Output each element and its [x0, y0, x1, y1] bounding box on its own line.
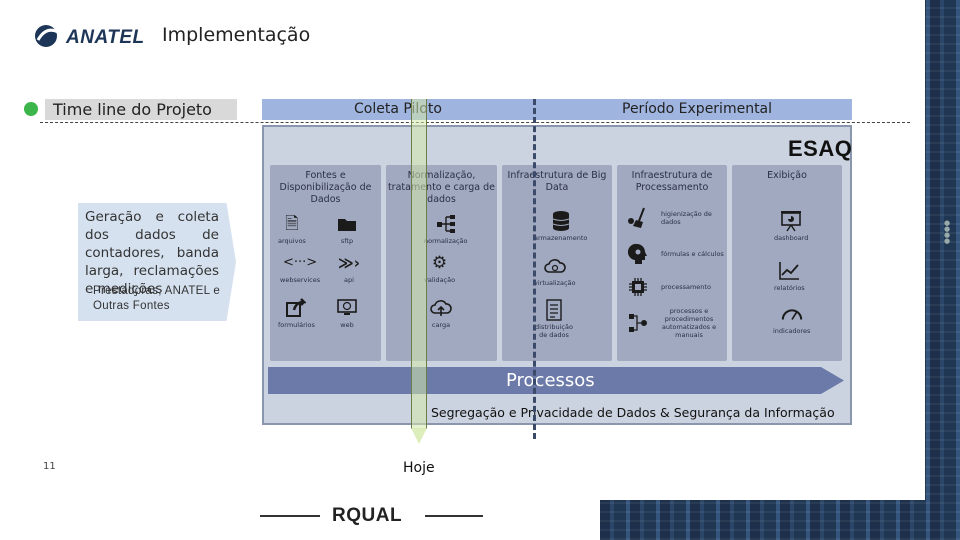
footer-brand: RQUAL: [332, 505, 403, 526]
item-higienizacao: higienização de dados: [627, 207, 727, 229]
today-marker: [411, 99, 427, 429]
processos-label: Processos: [506, 370, 595, 391]
logo-text: ANATEL: [66, 27, 145, 48]
item-distribuicao: distribuição de dados: [534, 299, 574, 339]
phase-divider: [533, 99, 536, 439]
footer-area: [0, 500, 600, 540]
timeline-dashed-line: [40, 122, 910, 123]
footer-divider-left: [260, 515, 320, 517]
today-label: Hoje: [403, 460, 435, 476]
esaq-title: ESAQ: [788, 136, 853, 161]
item-arquivos: 🗎 arquivos: [278, 214, 306, 245]
item-dashboard: dashboard: [774, 210, 808, 242]
column-exibicao: Exibição dashboard relatórios indicadore…: [732, 165, 842, 361]
vertical-dots-icon: ●●●●: [944, 219, 951, 245]
item-indicadores: indicadores: [773, 303, 810, 335]
document-icon: 🗎: [285, 214, 299, 234]
gears-icon: ⚙: [431, 253, 448, 273]
column-big-data: Infraestrutura de Big Data armazenamento…: [502, 165, 612, 361]
item-relatorios: relatórios: [774, 260, 805, 292]
item-processamento: processamento: [627, 276, 711, 298]
cloud-upload-icon: [430, 297, 452, 319]
column-header: Normalização, tratamento e carga de dado…: [387, 170, 496, 205]
column-processamento: Infraestrutura de Processamento higieniz…: [617, 165, 727, 361]
cloud-sync-icon: [543, 255, 566, 277]
column-header: Infraestrutura de Processamento: [631, 170, 713, 193]
item-formulas: fórmulas e cálculos: [627, 243, 724, 265]
item-normalizacao: normalização: [424, 213, 468, 245]
callout-overlay-text: Prestadoras, ANATEL e Outras Fontes: [93, 285, 221, 312]
database-icon: [550, 210, 572, 232]
item-api: ≫› api: [338, 254, 360, 284]
phase-bar: [262, 99, 852, 120]
data-source-callout: [78, 203, 236, 321]
presentation-icon: [780, 210, 802, 232]
page-title: Implementação: [162, 24, 311, 46]
phase-periodo-experimental: Período Experimental: [622, 101, 773, 117]
hierarchy-icon: [435, 213, 457, 235]
item-webservices: <···> webservices: [280, 252, 320, 284]
item-web: web: [336, 297, 358, 329]
cpu-icon: [627, 276, 649, 298]
item-sftp: sftp: [336, 213, 358, 245]
column-header: Fontes e Disponibilização de Dados: [279, 170, 372, 205]
item-formularios: formulários: [278, 297, 315, 329]
checklist-icon: [543, 299, 565, 321]
cleaning-icon: [627, 207, 649, 229]
item-virtualizacao: virtualização: [534, 255, 576, 287]
folder-icon: [336, 213, 358, 235]
footer-divider-right: [425, 515, 483, 517]
brain-gear-icon: [627, 243, 649, 265]
column-header: Infraestrutura de Big Data: [507, 170, 607, 193]
security-label: Segregação e Privacidade de Dados & Segu…: [431, 405, 835, 420]
item-validacao: ⚙ validação: [424, 253, 456, 284]
timeline-label: Time line do Projeto: [45, 99, 237, 120]
anatel-logo-icon: [35, 25, 59, 47]
timeline-bullet-icon: [24, 102, 38, 116]
gauge-icon: [781, 303, 803, 325]
callout-text: Geração e coleta dos dados de contadores…: [85, 209, 219, 297]
share-arrow-icon: [285, 297, 307, 319]
item-carga: carga: [430, 297, 452, 329]
code-icon: <···>: [282, 255, 318, 270]
phase-coleta-piloto: Coleta Piloto: [354, 101, 442, 117]
monitor-globe-icon: [336, 297, 358, 319]
item-processos: processos e procedimentos automatizados …: [627, 307, 717, 339]
trend-chart-icon: [778, 260, 800, 282]
processos-arrow: [268, 367, 844, 394]
page-number: 11: [43, 461, 56, 472]
flow-icon: [627, 312, 649, 334]
column-header: Exibição: [767, 170, 807, 181]
column-fontes: Fontes e Disponibilização de Dados 🗎 arq…: [270, 165, 381, 361]
column-normalizacao: Normalização, tratamento e carga de dado…: [386, 165, 497, 361]
api-chevrons-icon: ≫›: [338, 254, 360, 272]
item-armazenamento: armazenamento: [534, 210, 587, 242]
